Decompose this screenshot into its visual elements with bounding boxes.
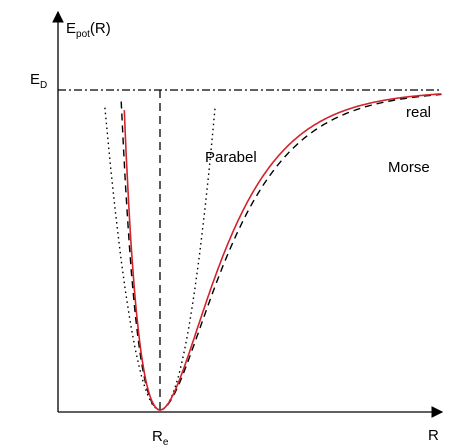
x-axis-label: R [428, 427, 439, 444]
morse-curve [120, 93, 442, 411]
morse-curve-label: Morse [388, 159, 430, 176]
dissociation-energy-label: ED [30, 71, 47, 91]
real-curve [123, 93, 442, 411]
real-curve-label: real [406, 104, 431, 121]
y-axis-label: Epot(R) [66, 20, 111, 40]
parabel-curve-label: Parabel [205, 149, 257, 166]
equilibrium-distance-label: Re [152, 428, 169, 448]
